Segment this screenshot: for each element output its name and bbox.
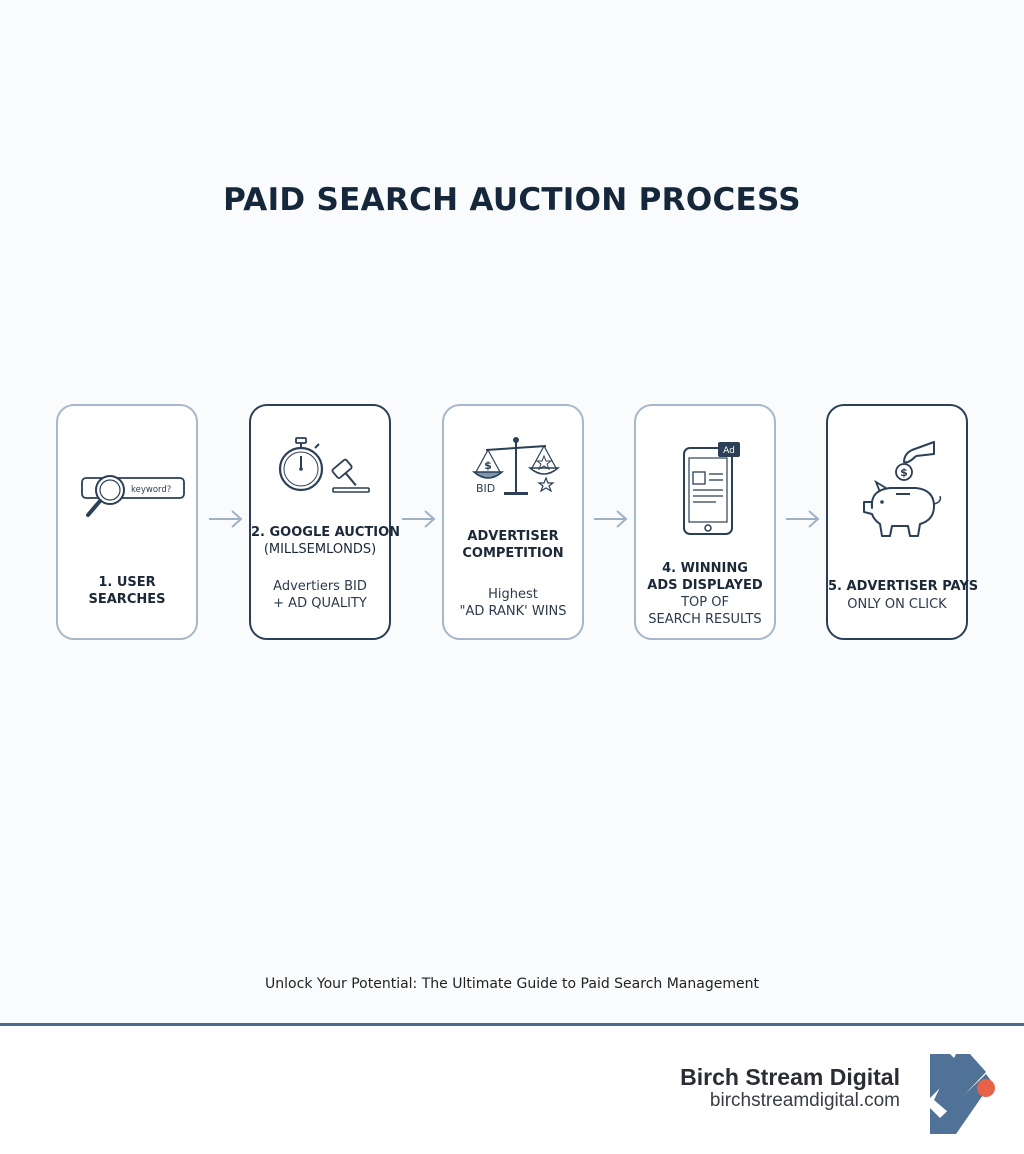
step-description: ONLY ON CLICK	[828, 596, 966, 613]
step-advertiser-competition: $ BID ADVERTISER COMPETITION Highest "AD…	[442, 404, 584, 640]
arrow-right-icon	[786, 510, 820, 528]
step-label: 1. USER SEARCHES	[58, 574, 196, 608]
step-desc-line: Advertiers BID	[273, 579, 367, 594]
step-label-line: 1. USER	[98, 575, 156, 590]
step-label-line: COMPETITION	[462, 546, 564, 561]
bid-text: BID	[476, 482, 495, 495]
step-google-auction: 2. GOOGLE AUCTION (MILLSEMLONDS) Adverti…	[249, 404, 401, 640]
caption: Unlock Your Potential: The Ultimate Guid…	[265, 976, 759, 992]
step-label-line: SEARCHES	[88, 592, 166, 607]
step-label-line: 4. WINNING	[662, 561, 748, 576]
step-label-line: ADS DISPLAYED	[647, 578, 763, 593]
arrow-right-icon	[402, 510, 436, 528]
brand-url: birchstreamdigital.com	[709, 1090, 900, 1111]
step-description: Highest "AD RANK' WINS	[444, 586, 582, 620]
step-desc-line: + AD QUALITY	[273, 596, 367, 611]
step-label: 5. ADVERTISER PAYS	[828, 578, 979, 595]
piggy-bank-coin-icon: $	[863, 441, 942, 537]
stopwatch-gavel-icon	[278, 437, 370, 493]
search-keyword-text: keyword?	[131, 485, 171, 495]
step-label: ADVERTISER COMPETITION	[444, 528, 582, 562]
brand-name: Birch Stream Digital	[680, 1064, 900, 1090]
magnifier-search-bar-icon: keyword?	[81, 475, 185, 517]
step-label-line: 2. GOOGLE AUCTION	[251, 525, 401, 540]
step-label: 2. GOOGLE AUCTION (MILLSEMLONDS)	[251, 524, 401, 558]
svg-text:$: $	[900, 466, 908, 479]
step-label-line: ADVERTISER	[467, 529, 559, 544]
balance-scale-icon: $ BID	[471, 437, 561, 495]
step-desc-line: TOP OF	[681, 595, 729, 610]
svg-text:$: $	[484, 459, 492, 472]
arrow-right-icon	[209, 510, 243, 528]
step-label: 4. WINNING ADS DISPLAYED	[636, 560, 774, 594]
step-desc-line: Highest	[488, 587, 538, 602]
diagram-title: PAID SEARCH AUCTION PROCESS	[223, 182, 801, 218]
brand-logo-icon	[930, 1054, 995, 1134]
phone-ad-icon: Ad	[683, 442, 740, 535]
step-description: Advertiers BID + AD QUALITY	[251, 578, 389, 612]
step-description: TOP OF SEARCH RESULTS	[636, 594, 774, 628]
step-user-searches: keyword? 1. USER SEARCHES	[56, 404, 198, 640]
step-desc-line: "AD RANK' WINS	[459, 604, 567, 619]
ad-badge-text: Ad	[723, 446, 735, 456]
footer	[0, 1026, 1024, 1154]
step-label-line: 5. ADVERTISER PAYS	[828, 579, 979, 594]
arrow-right-icon	[594, 510, 628, 528]
step-advertiser-pays: $ 5. ADVERTISER PAYS ONLY ON CLICK	[826, 404, 979, 640]
step-desc-line: ONLY ON CLICK	[847, 597, 947, 612]
step-winning-ads: Ad 4. WINNING ADS DISPLAYED TOP OF SEARC…	[634, 404, 776, 640]
step-desc-line: SEARCH RESULTS	[648, 612, 762, 627]
footer-divider	[0, 1023, 1024, 1026]
step-label-line: (MILLSEMLONDS)	[263, 542, 377, 557]
